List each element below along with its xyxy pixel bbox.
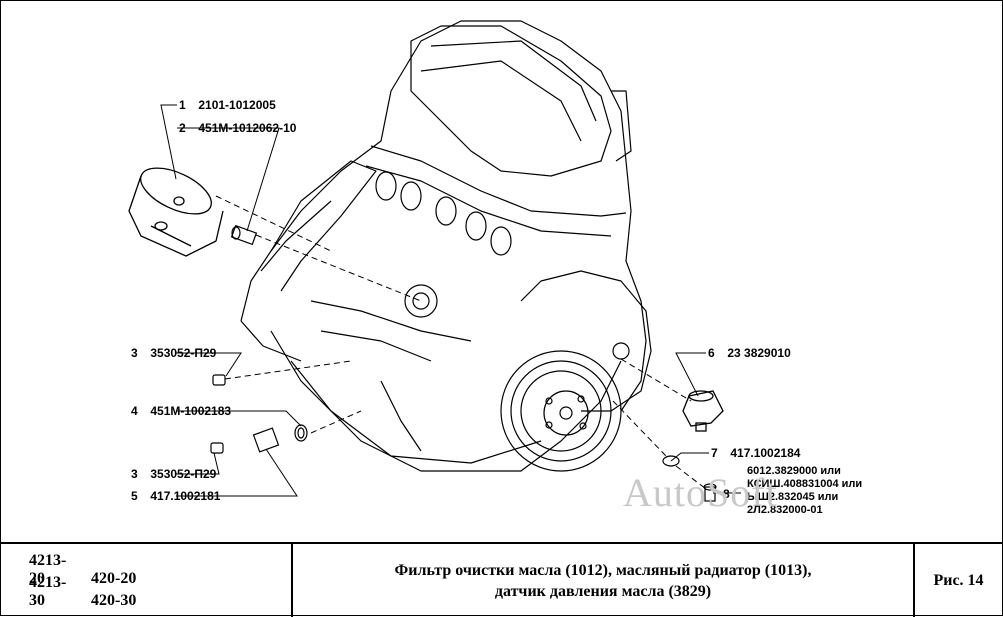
callout-3-lower: 3 353052-П29 (131, 467, 216, 481)
callout-5-code: 417.1002181 (150, 489, 221, 503)
sensor-alt-3: ЫШ2.832045 или (747, 491, 839, 503)
model-list: 4213-20 420-20 4213-30 420-30 (1, 544, 293, 617)
sensor-alt-2: КСИШ.408831004 или (747, 478, 863, 490)
callout-4-code: 451М-1002183 (150, 404, 232, 418)
callout-2-number: 2 (179, 121, 186, 135)
callout-7: 7 417.1002184 (711, 446, 800, 460)
drawing-title-line-2: датчик давления масла (3829) (494, 582, 712, 600)
callout-5-number: 5 (131, 489, 138, 503)
callout-8: 8 (723, 487, 730, 501)
figure-number: Рис. 14 (933, 571, 984, 589)
model-row-2: 4213-30 420-30 (29, 574, 141, 610)
model-code: 420-20 (91, 570, 137, 587)
callout-6: 6 23 3829010 (708, 346, 791, 360)
callout-3-number: 3 (131, 346, 138, 360)
callout-1-code: 2101-1012005 (198, 98, 276, 112)
engine-illustration (128, 20, 741, 502)
callout-1-number: 1 (179, 98, 186, 112)
callout-6-code: 23 3829010 (727, 346, 791, 360)
drawing-title: Фильтр очистки масла (1012), масляный ра… (293, 544, 915, 617)
callout-4: 4 451М-1002183 (131, 404, 231, 418)
model-code: 4213-30 (29, 574, 67, 609)
callout-3-code: 353052-П29 (150, 346, 217, 360)
callout-2: 2 451М-1012062-10 (179, 121, 296, 135)
model-row-1: 4213-20 420-20 (29, 552, 141, 588)
sensor-alt-4: 2Л2.832000-01 (747, 504, 823, 516)
callout-4-number: 4 (131, 404, 138, 418)
callout-3b-code: 353052-П29 (150, 467, 217, 481)
sensor-alt-1: 6012.3829000 или (747, 465, 841, 477)
callout-3-upper: 3 353052-П29 (131, 346, 216, 360)
filter-nipple-shape (230, 224, 258, 246)
callout-1: 1 2101-1012005 (179, 98, 276, 112)
callout-2-code: 451М-1012062-10 (198, 121, 297, 135)
engine-drawing-area: 1 2101-1012005 2 451М-1012062-10 3 35305… (1, 1, 1002, 542)
callout-3b-number: 3 (131, 467, 138, 481)
callout-8-number: 8 (723, 487, 730, 501)
sensor-alternatives-list: 6012.3829000 или КСИШ.408831004 или ЫШ2.… (747, 465, 862, 517)
callout-5: 5 417.1002181 (131, 489, 220, 503)
watermark: AutoSoft (623, 470, 778, 515)
model-code: 420-30 (91, 592, 137, 609)
callout-7-code: 417.1002184 (730, 446, 801, 460)
oil-filter-shape (128, 167, 224, 257)
callout-6-number: 6 (708, 346, 715, 360)
drawing-title-line-1: Фильтр очистки масла (1012), масляный ра… (394, 561, 812, 579)
callout-7-number: 7 (711, 446, 718, 460)
title-block: 4213-20 420-20 4213-30 420-30 Фильтр очи… (1, 542, 1002, 617)
model-code: 4213-20 (29, 552, 67, 587)
